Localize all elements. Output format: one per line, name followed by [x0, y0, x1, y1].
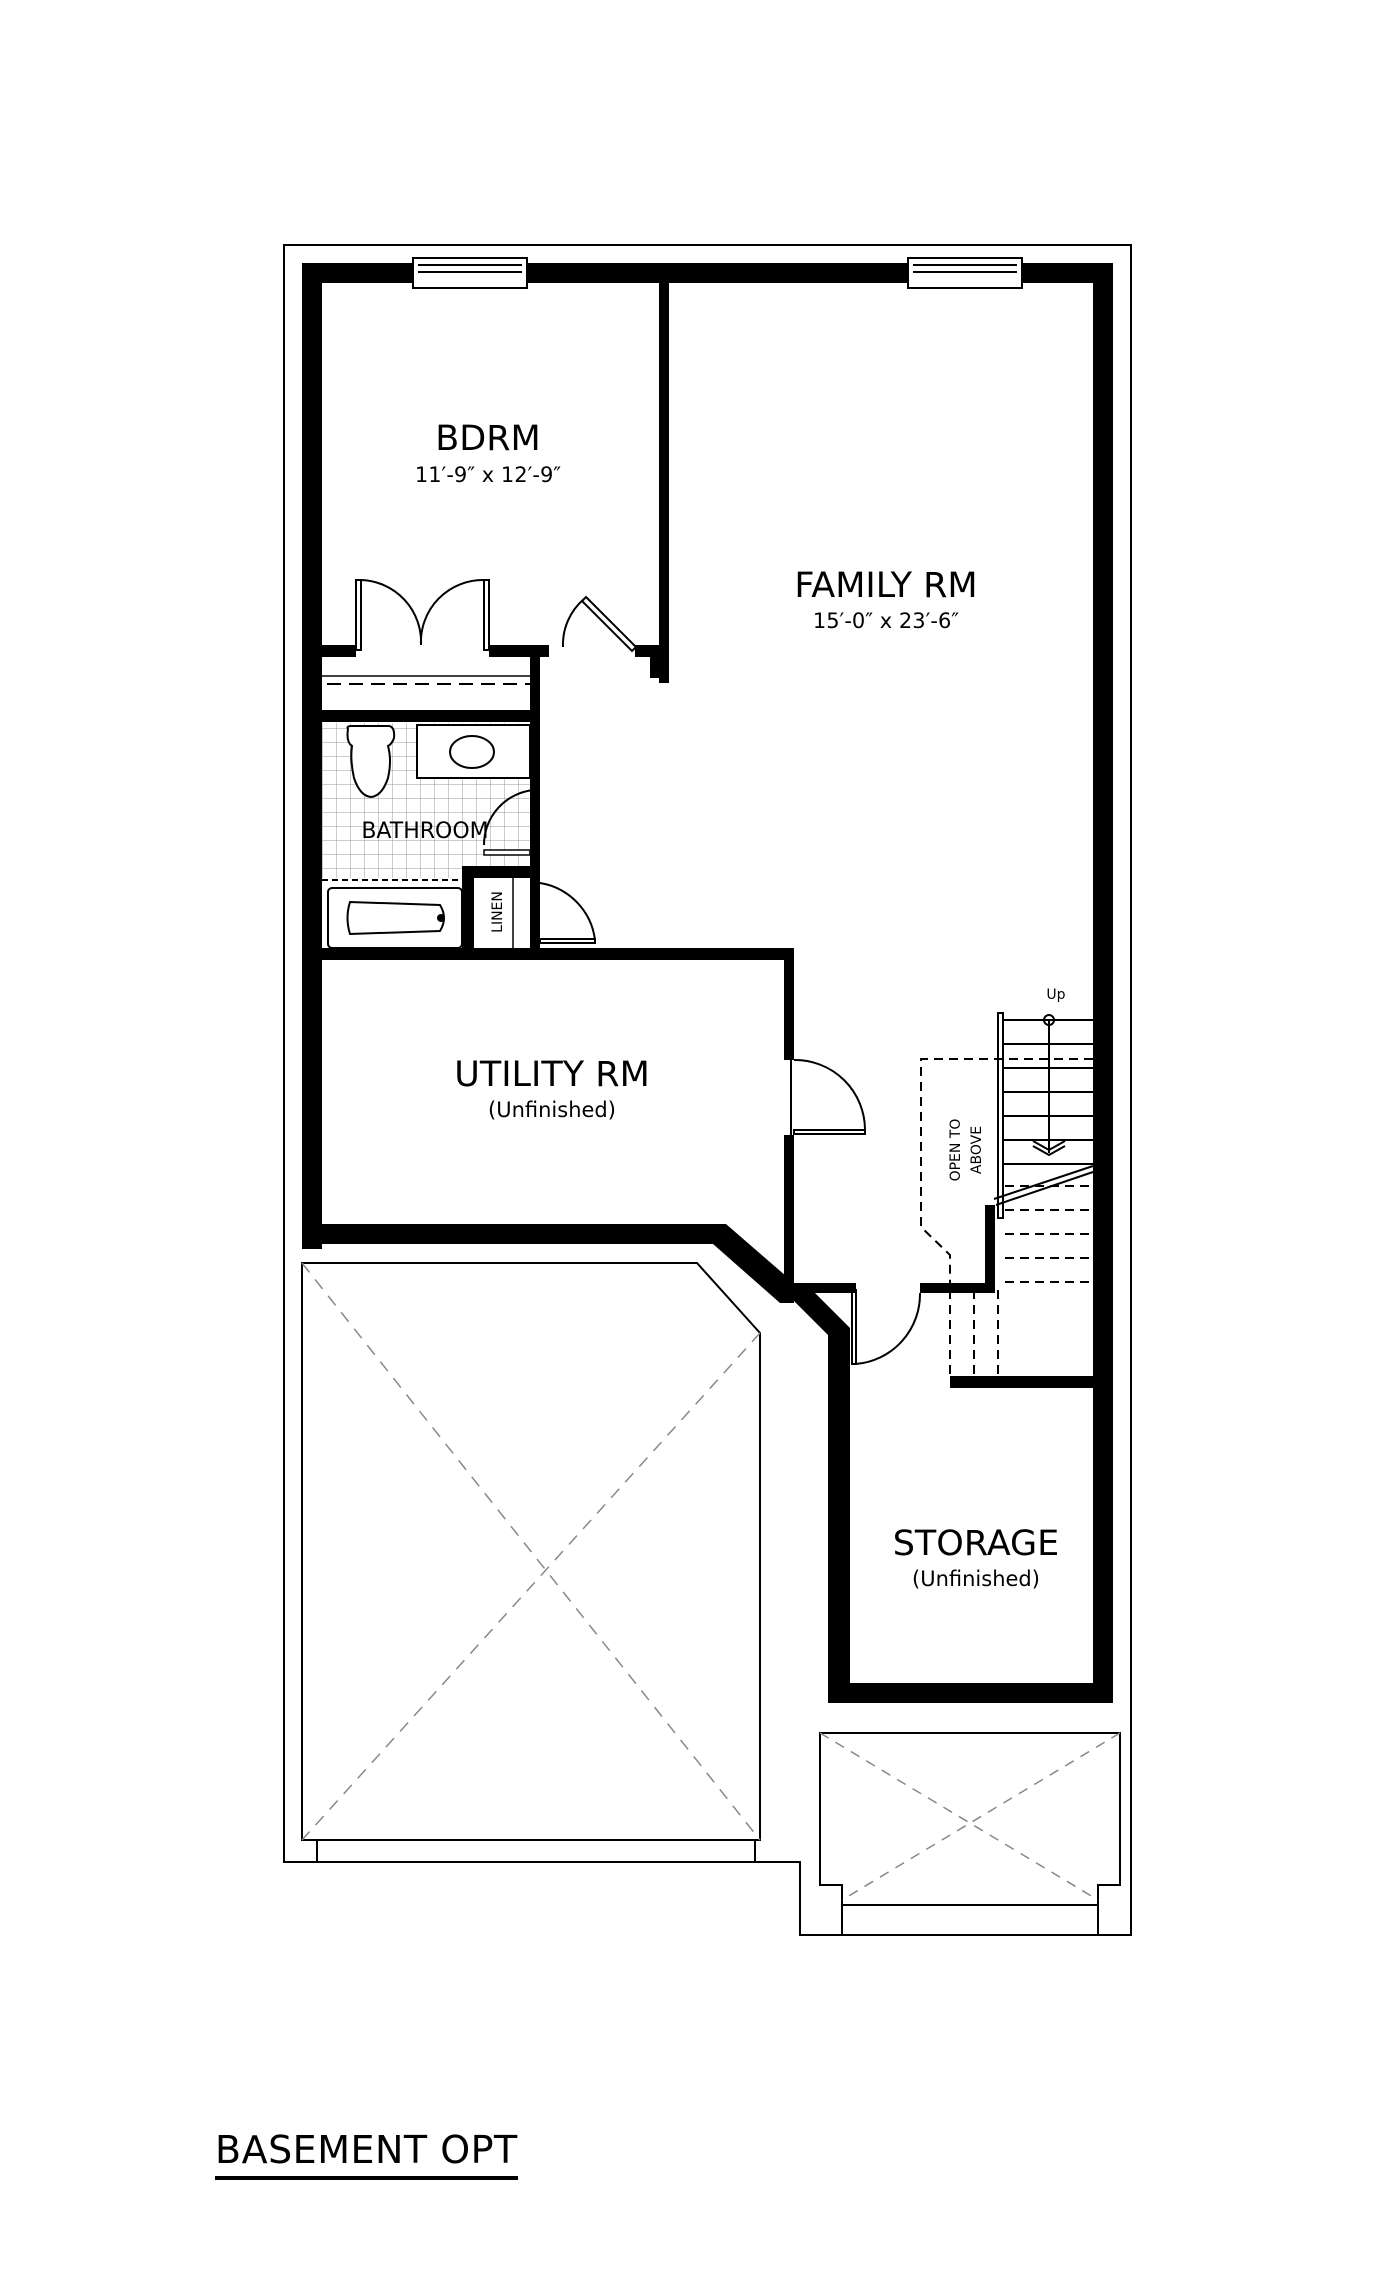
linen-label: LINEN	[490, 891, 506, 933]
linen-walls	[322, 857, 794, 960]
bathroom	[322, 723, 535, 949]
utility-rm-note: (Unfinished)	[488, 1098, 616, 1122]
sink-icon	[449, 735, 495, 769]
bdrm-label: BDRM	[435, 419, 540, 459]
window-bdrm	[412, 257, 528, 289]
window-family	[907, 257, 1023, 289]
stairs-below	[920, 1058, 1093, 1376]
closet-doors	[355, 578, 490, 651]
storage-note: (Unfinished)	[912, 1567, 1040, 1591]
bathtub-basin	[346, 900, 445, 936]
stairs-up-label: Up	[1046, 987, 1065, 1003]
open-to-above-label-1: OPEN TO	[948, 1119, 964, 1182]
family-rm-label: FAMILY RM	[794, 566, 977, 606]
toilet-icon	[346, 725, 396, 799]
staircase	[993, 1012, 1094, 1219]
linen-door	[539, 882, 596, 944]
family-rm-dimensions: 15′-0″ x 23′-6″	[813, 609, 959, 633]
porch	[819, 1732, 1121, 1935]
storage-label: STORAGE	[893, 1524, 1060, 1564]
bathroom-label: BATHROOM	[361, 819, 488, 844]
bdrm-dimensions: 11′-9″ x 12′-9″	[415, 463, 561, 487]
bath-door-arc	[482, 789, 535, 846]
bdrm-walls	[322, 283, 669, 960]
garage	[301, 1262, 761, 1862]
open-to-above-label-2: ABOVE	[969, 1126, 985, 1174]
vanity	[416, 724, 531, 779]
storage-door	[851, 1289, 922, 1365]
storage-walls	[780, 1205, 1113, 1703]
utility-door	[790, 1058, 866, 1135]
plan-title: BASEMENT OPT	[215, 2129, 518, 2180]
utility-walls	[302, 950, 794, 1303]
outer-outline	[283, 244, 1132, 1936]
utility-rm-label: UTILITY RM	[454, 1055, 650, 1095]
bdrm-door	[561, 595, 638, 653]
